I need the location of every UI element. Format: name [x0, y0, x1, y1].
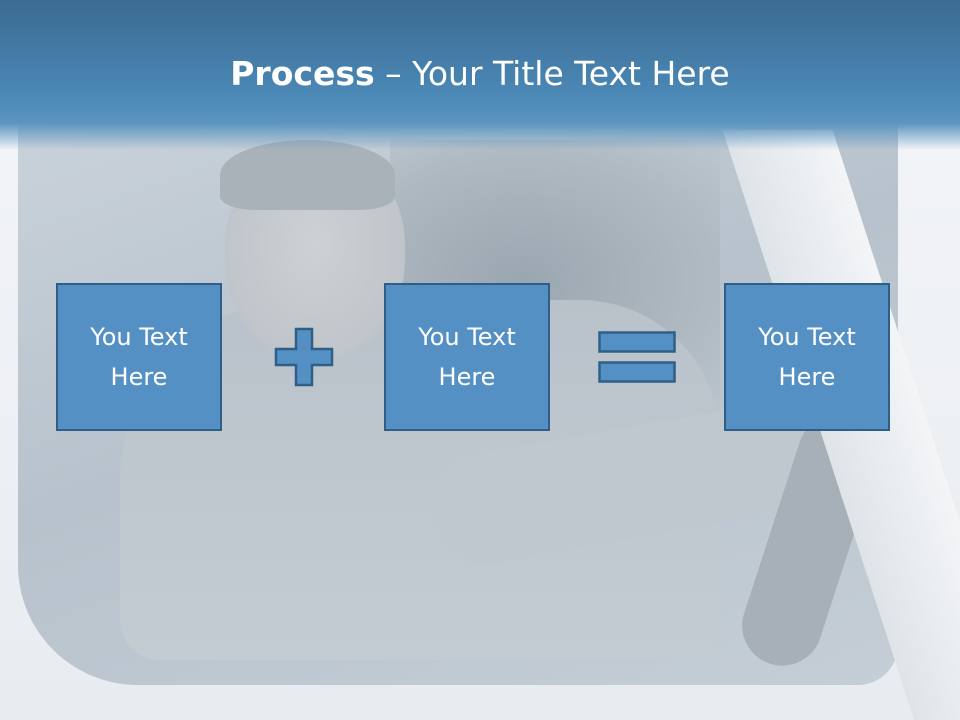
- slide-title[interactable]: Process – Your Title Text Here: [0, 52, 960, 96]
- process-box-1[interactable]: You Text Here: [56, 283, 222, 431]
- process-box-2-text: You Text Here: [418, 323, 516, 391]
- title-rest-text: – Your Title Text Here: [374, 54, 730, 93]
- equals-icon: [598, 331, 676, 383]
- process-box-3-text: You Text Here: [758, 323, 856, 391]
- process-box-2[interactable]: You Text Here: [384, 283, 550, 431]
- plus-icon: [274, 327, 334, 387]
- title-band: [0, 0, 960, 150]
- title-bold-text: Process: [230, 54, 375, 93]
- process-box-3[interactable]: You Text Here: [724, 283, 890, 431]
- driver-hair: [220, 140, 395, 210]
- process-box-1-text: You Text Here: [90, 323, 188, 391]
